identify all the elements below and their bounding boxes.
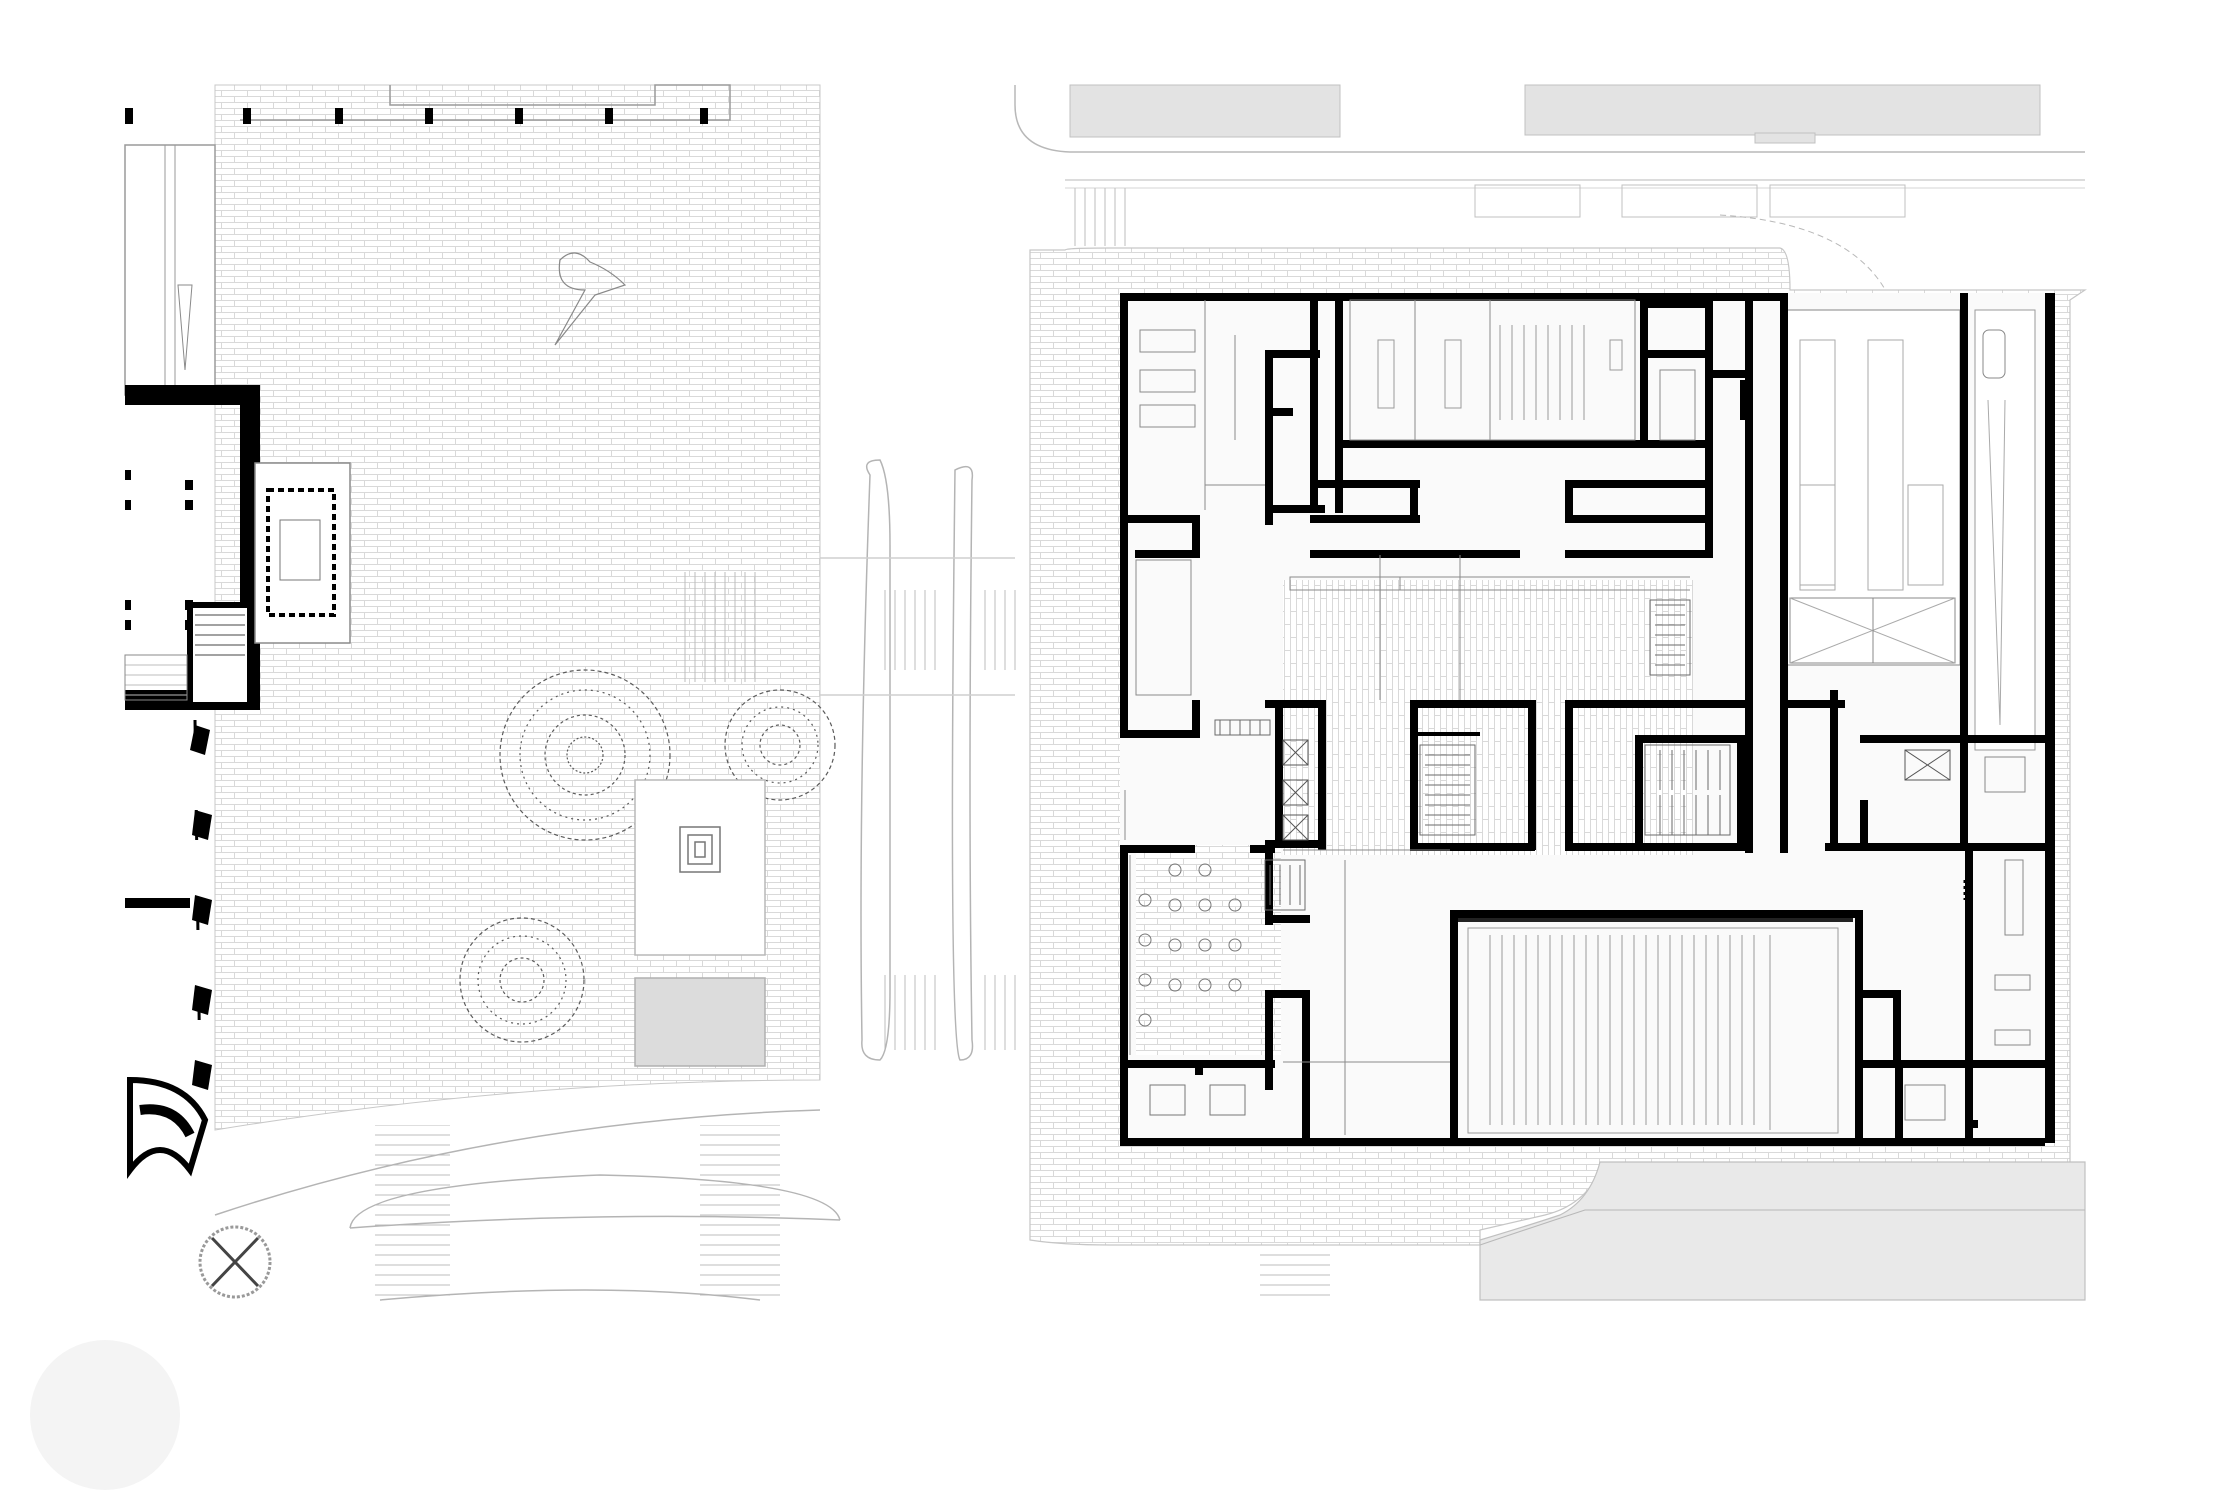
tree-icon (724, 689, 836, 801)
seating-upper-hall (1377, 325, 1623, 420)
tree-icon (499, 669, 671, 841)
lifts (1282, 739, 1951, 841)
interior-lines (1124, 299, 1696, 1135)
stairs (1214, 599, 1731, 911)
street-right (1479, 1161, 2086, 1301)
windows (1160, 295, 1967, 1144)
sculpture (554, 252, 627, 346)
plinth (634, 779, 766, 1067)
floor-plan-drawing (124, 84, 2087, 1301)
top-street (1014, 84, 2085, 331)
tree-icon (459, 917, 585, 1043)
north-arrow-icon (198, 1225, 272, 1299)
church-building (124, 385, 351, 1179)
auditorium-seats (1467, 927, 1839, 1134)
street-left (214, 1109, 841, 1301)
cafe-tables (1138, 863, 1246, 1116)
meeting-tables (1904, 756, 2031, 1121)
road-islands (820, 459, 1015, 1061)
garage (1784, 309, 2036, 751)
walls (1120, 293, 2055, 1146)
foyer-paving (1283, 580, 1693, 855)
